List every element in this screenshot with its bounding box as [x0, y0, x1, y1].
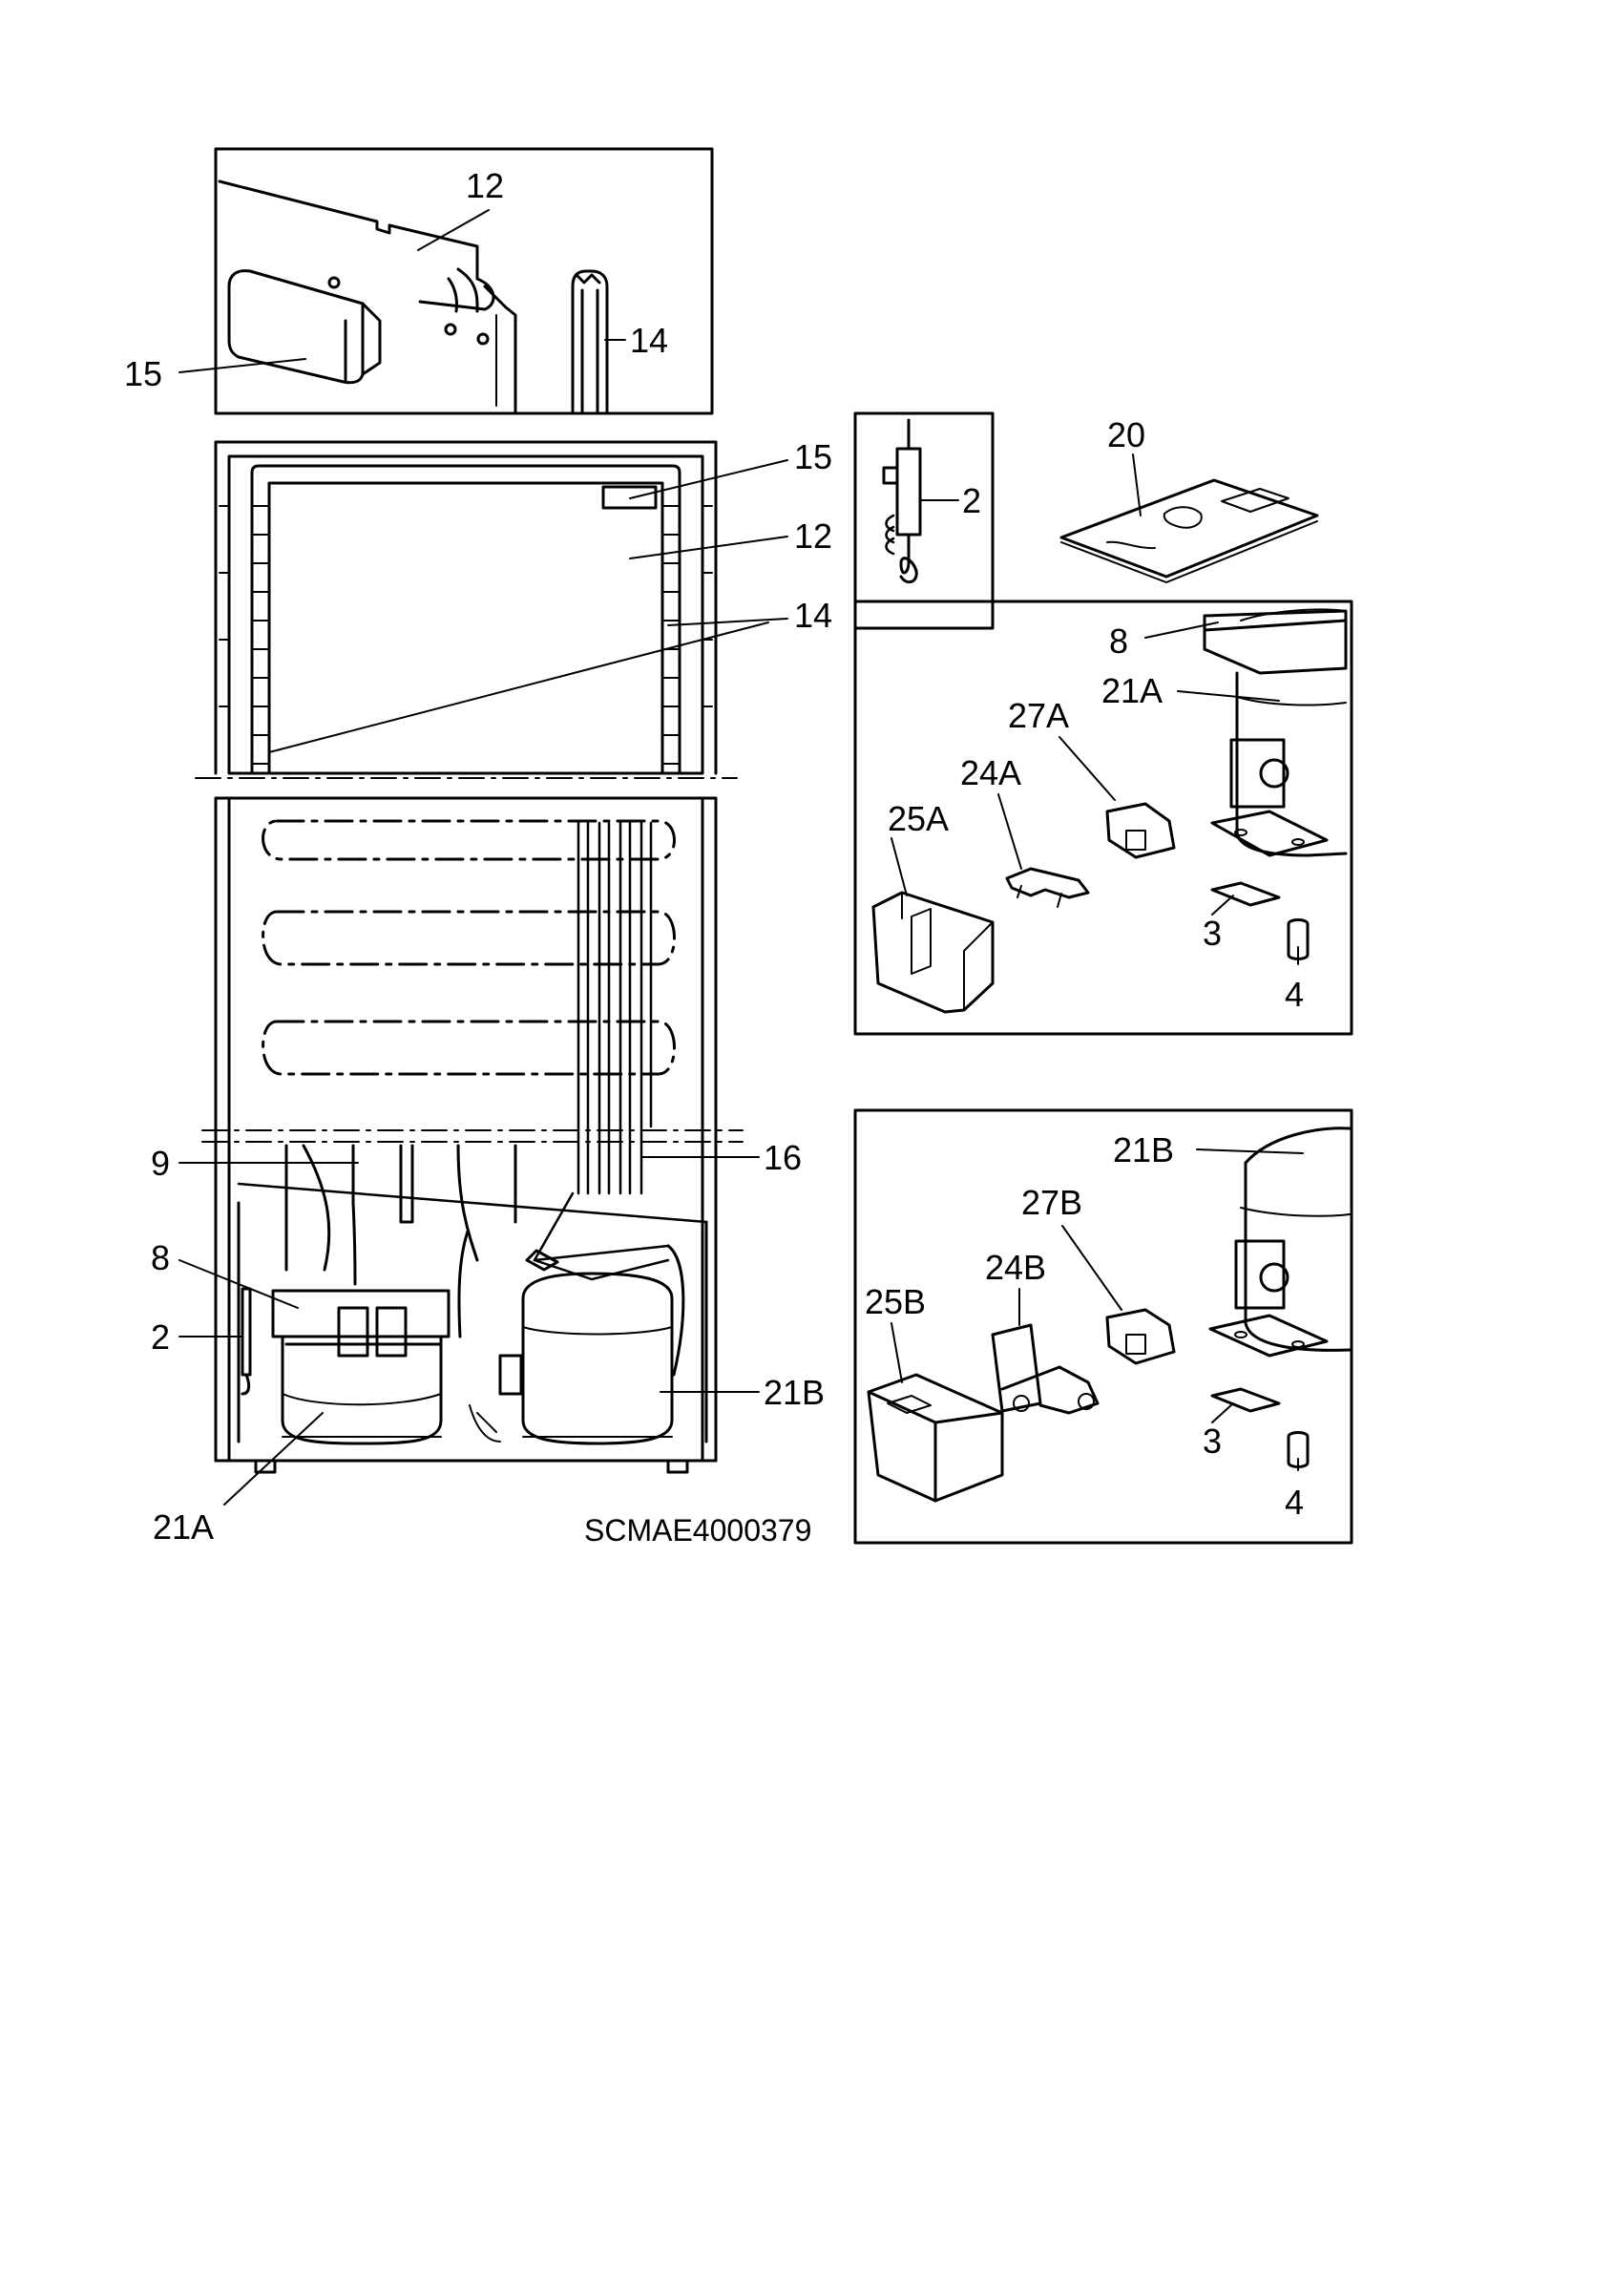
callout-kit-b-21b: 21B [1113, 1130, 1174, 1169]
break-lines [195, 777, 744, 1143]
callout-cabinet-2: 2 [151, 1317, 170, 1357]
callout-cabinet-21b: 21B [764, 1373, 825, 1412]
callout-kit-a-27a: 27A [1008, 696, 1069, 735]
callout-kit-b-3: 3 [1203, 1422, 1222, 1461]
callout-kit-b-24b: 24B [985, 1248, 1046, 1287]
callout-top-12: 12 [466, 166, 504, 205]
callout-kit-b-27b: 27B [1021, 1183, 1082, 1222]
callout-manual-20: 20 [1107, 415, 1145, 454]
sensor-inset [853, 411, 995, 630]
callout-top-15: 15 [124, 354, 162, 393]
leader-lines [178, 209, 1304, 1506]
cabinet-upper-section [214, 440, 718, 775]
cabinet-lower-section [214, 796, 718, 1474]
instruction-manual [1059, 478, 1319, 583]
callout-cabinet-21a: 21A [153, 1507, 214, 1547]
callout-cabinet-9: 9 [151, 1144, 170, 1183]
callout-kit-a-8: 8 [1109, 621, 1128, 661]
callout-kit-b-4: 4 [1285, 1483, 1304, 1522]
callout-kit-a-4: 4 [1285, 975, 1304, 1014]
callout-cabinet-14: 14 [794, 596, 832, 635]
callout-top-14: 14 [630, 321, 668, 360]
callout-cabinet-16: 16 [764, 1138, 802, 1177]
callout-cabinet-12: 12 [794, 516, 832, 556]
callout-kit-a-3: 3 [1203, 914, 1222, 953]
callout-sensor-2: 2 [962, 481, 981, 520]
compressor-kit-b-inset [853, 1108, 1353, 1545]
callout-kit-a-24a: 24A [960, 753, 1021, 792]
compressor-kit-a-inset [853, 600, 1353, 1036]
callout-labels: 12 14 15 15 12 14 9 16 8 2 21B 21A 2 20 … [124, 166, 1304, 1548]
callout-kit-a-25a: 25A [888, 799, 949, 838]
callout-kit-b-25b: 25B [865, 1282, 926, 1321]
drawing-code: SCMAE4000379 [584, 1513, 811, 1548]
callout-kit-a-21a: 21A [1101, 671, 1163, 710]
callout-cabinet-8: 8 [151, 1238, 170, 1277]
door-liner-inset [214, 147, 714, 415]
callout-cabinet-15: 15 [794, 437, 832, 476]
